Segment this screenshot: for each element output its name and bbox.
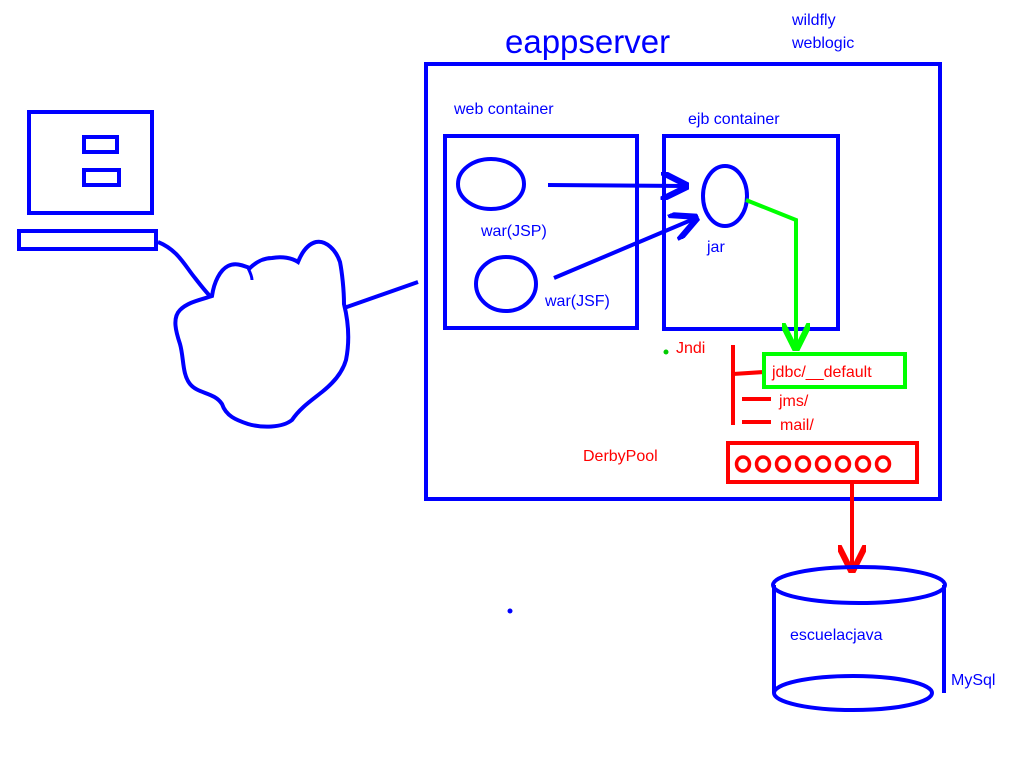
pool-connection [774, 455, 792, 473]
app-server-product: wildfly [791, 12, 836, 29]
jsp-to-jar-arrow [547, 185, 686, 186]
stray-dot [507, 608, 513, 614]
pool-connection [834, 455, 852, 473]
jar-module [701, 164, 749, 228]
web-container-box [443, 134, 639, 330]
app-server-product: weblogic [791, 35, 854, 52]
jndi-label: Jndi [676, 340, 705, 357]
jar-label: jar [706, 239, 725, 256]
database-engine: MySql [951, 672, 995, 689]
jsf-to-jar-arrow [553, 218, 696, 280]
pool-connection [754, 455, 772, 473]
cloud-squiggle [246, 267, 254, 281]
pool-label: DerbyPool [583, 448, 658, 465]
ejb-container-label: ejb container [688, 111, 780, 128]
war-jsp-label: war(JSP) [480, 223, 547, 240]
database-name: escuelacjava [790, 627, 883, 644]
web-container-label: web container [453, 101, 554, 118]
ejb-container-box [662, 134, 840, 331]
network-cloud-icon [173, 239, 351, 429]
war-jsp-module [456, 157, 526, 211]
app-server-title: eappserver [505, 23, 670, 60]
war-jsf-label: war(JSF) [544, 293, 610, 310]
pool-box [726, 441, 919, 484]
jdbc-default-box [762, 352, 907, 389]
jndi-entry-jms: jms/ [778, 393, 809, 410]
pool-connection [854, 455, 872, 473]
jndi-branch [732, 370, 765, 376]
app-server-box [424, 62, 942, 501]
client-computer-icon [17, 110, 158, 251]
jndi-dot [663, 349, 669, 355]
war-jsf-module [474, 255, 538, 313]
pool-connection [814, 455, 832, 473]
pool-connection [794, 455, 812, 473]
jar-to-jdbc-arrow [745, 198, 796, 348]
database-icon [771, 565, 947, 712]
pool-connections [734, 455, 892, 473]
jndi-entry-jdbc: jdbc/__default [771, 364, 872, 381]
jndi-entry-mail: mail/ [780, 417, 814, 434]
pool-connection [734, 455, 752, 473]
client-cable [157, 240, 212, 298]
network-link [343, 280, 419, 310]
pool-connection [874, 455, 892, 473]
